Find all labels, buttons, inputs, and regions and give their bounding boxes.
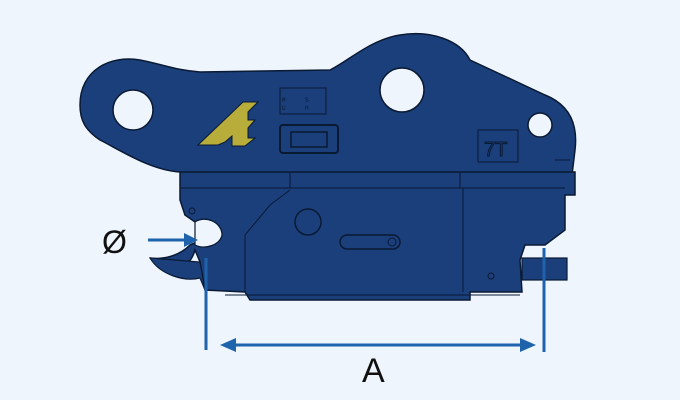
bolt-icon (188, 207, 196, 215)
slot (339, 234, 401, 250)
plate-letter: H (305, 105, 309, 112)
front-pin-hole (112, 89, 154, 131)
plate-letter: M (282, 97, 286, 104)
cylinder-boss (294, 208, 322, 236)
rear-pin-hole (379, 67, 425, 113)
pin-spacing-label: A (362, 352, 385, 390)
info-plate (279, 87, 327, 115)
pin-diameter-label: Ø (102, 224, 127, 260)
arrowhead-right-icon (520, 338, 536, 352)
manufacturer-logo (196, 101, 260, 147)
slot-bolt-icon (387, 237, 397, 247)
weight-marking-box (477, 129, 519, 163)
body-detail-lines (180, 159, 570, 296)
diameter-arrowhead-icon (184, 233, 198, 247)
small-lifting-hole (527, 112, 553, 138)
bolt-icon (487, 272, 495, 280)
plate-letter: S (305, 97, 309, 104)
plate-letter: U (282, 105, 286, 112)
front-hook (148, 257, 206, 291)
weight-marking: 7T (484, 139, 507, 161)
hook-recess (194, 218, 223, 248)
arrowhead-left-icon (220, 338, 236, 352)
serial-plate-window (290, 131, 328, 148)
serial-plate (279, 124, 339, 154)
